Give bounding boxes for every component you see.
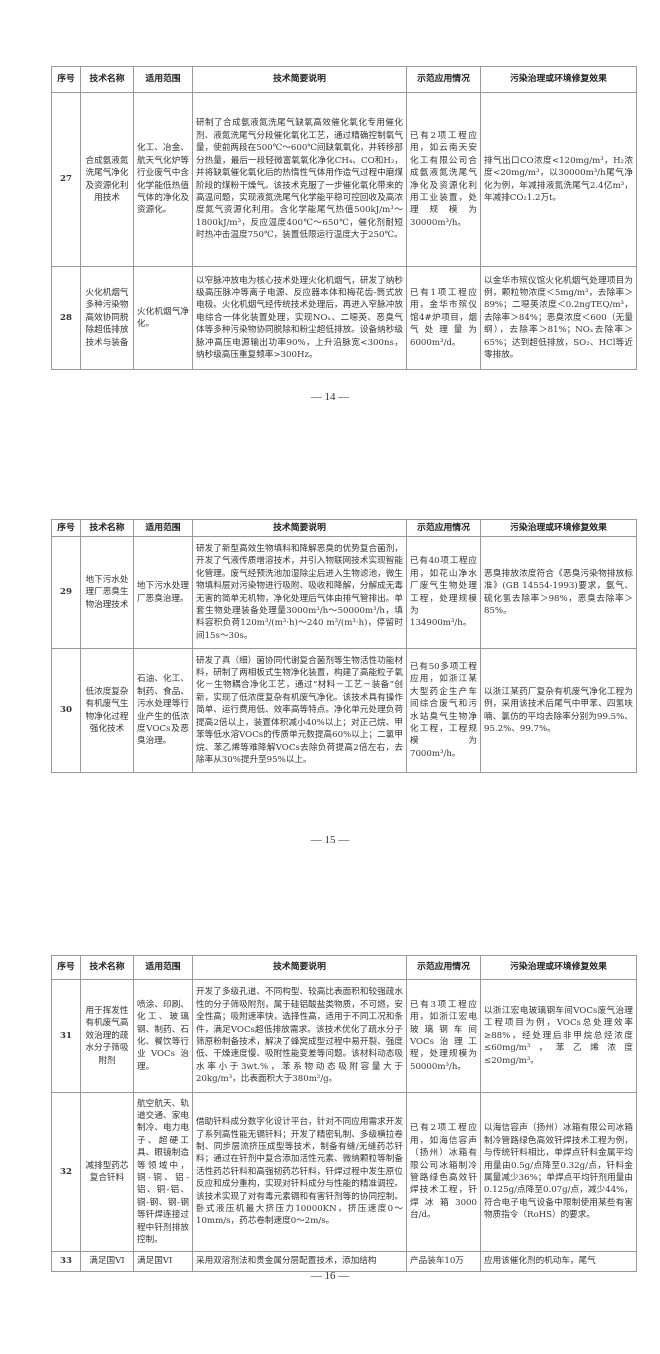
treatment-effect-cell: 以浙江宏电玻璃钢车间VOCs废气治理工程项目为例，VOCs总处理效率≥88%，经… xyxy=(480,979,637,1093)
tech-name-cell: 低浓度复杂有机废气生物净化过程强化技术 xyxy=(80,648,134,773)
treatment-effect-cell: 以浙江某药厂复杂有机废气净化工程为例，采用该技术后尾气中甲苯、四氢呋喃、氯仿的平… xyxy=(480,648,637,773)
treatment-effect-cell: 以金华市殡仪馆火化机烟气处理项目为例，颗粒物浓度＜5mg/m³，去除率＞89%；… xyxy=(480,266,637,370)
row-number-cell: 31 xyxy=(51,979,81,1093)
tech-description-cell: 研发了新型高效生物填料和降解恶臭的优势复合菌剂，开发了气液传质增溶技术，并引入物… xyxy=(192,536,407,649)
tech-name-cell: 火化机烟气多种污染物高效协同脱除超低排放技术与装备 xyxy=(80,266,134,370)
column-header-tech-description: 技术简要说明 xyxy=(192,66,407,93)
tech-description-cell: 研发了真（细）菌协同代谢复合菌剂等生物活性功能材料，研制了两相板式生物净化装置，… xyxy=(192,648,407,773)
tech-description-cell: 借助钎料成分数字化设计平台，针对不同应用需求开发了系列高性能无镉钎料；开发了精密… xyxy=(192,1092,407,1252)
tech-description-cell: 采用双溶剂法和贵金属分层配置技术，添加结构 xyxy=(192,1251,407,1272)
row-number-cell: 29 xyxy=(51,536,81,649)
tech-name-cell: 减排型药芯复合钎料 xyxy=(80,1092,134,1252)
column-header-demo-application: 示范应用情况 xyxy=(406,519,481,537)
column-header-row-number: 序号 xyxy=(51,519,81,537)
scope-cell: 航空航天、轨道交通、家电制冷、电力电子、超硬工具、眼镜制造等领域中，铜-铜、铝-… xyxy=(133,1092,193,1252)
demo-application-cell: 已有40项工程应用，如花山净水厂废气生物处理工程，处理规模为134900m³/h… xyxy=(406,536,481,649)
demo-application-cell: 已有50多项工程应用，如浙江某大型药企生产车间综合废气和污水站臭气生物净化工程，… xyxy=(406,648,481,773)
tech-name-cell: 满足国VI xyxy=(80,1251,134,1272)
row-number-cell: 33 xyxy=(51,1251,81,1272)
column-header-tech-name: 技术名称 xyxy=(80,955,134,980)
demo-application-cell: 已有3项工程应用，如浙江宏电玻璃钢车间VOCs治理工程，处理规模为50000m³… xyxy=(406,979,481,1093)
page-number: — 15 — xyxy=(310,834,350,846)
column-header-row-number: 序号 xyxy=(51,66,81,93)
demo-application-cell: 已有2项工程应用，如海信容声（扬州）冰箱有限公司冰箱制冷管路绿色高效钎焊技术工程… xyxy=(406,1092,481,1252)
treatment-effect-cell: 恶臭排放浓度符合《恶臭污染物排放标准》(GB 14554-1993)要求，氨气、… xyxy=(480,536,637,649)
table-header-row: 序号技术名称适用范围技术简要说明示范应用情况污染治理或环境修复效果 xyxy=(51,66,637,93)
scope-cell: 地下污水处理厂恶臭治理。 xyxy=(133,536,193,649)
column-header-demo-application: 示范应用情况 xyxy=(406,66,481,93)
page-number: — 14 — xyxy=(310,391,350,403)
table-header-row: 序号技术名称适用范围技术简要说明示范应用情况污染治理或环境修复效果 xyxy=(51,519,637,537)
column-header-scope: 适用范围 xyxy=(133,66,193,93)
column-header-treatment-effect: 污染治理或环境修复效果 xyxy=(480,66,637,93)
tech-description-cell: 研制了合成氨液氮洗尾气缺氧高效催化氧化专用催化剂、液氮洗尾气分段催化氧化工艺，通… xyxy=(192,92,407,267)
column-header-scope: 适用范围 xyxy=(133,519,193,537)
column-header-tech-description: 技术简要说明 xyxy=(192,955,407,980)
scope-cell: 火化机烟气净化。 xyxy=(133,266,193,370)
row-number-cell: 30 xyxy=(51,648,81,773)
demo-application-cell: 已有2项工程应用，如云南天安化工有限公司合成氨液氮洗尾气净化及资源化利用工业装置… xyxy=(406,92,481,267)
row-number-cell: 27 xyxy=(51,92,81,267)
tech-name-cell: 地下污水处理厂恶臭生物治理技术 xyxy=(80,536,134,649)
tech-description-cell: 开发了多级孔道、不同构型、较高比表面积和较强疏水性的分子筛吸附剂，属于硅铝酸盐类… xyxy=(192,979,407,1093)
row-number-cell: 28 xyxy=(51,266,81,370)
demo-application-cell: 产品装车10万 xyxy=(406,1251,481,1272)
scope-cell: 化工、冶金、航天气化炉等行业废气中含化学能低热值气体的净化及资源化。 xyxy=(133,92,193,267)
treatment-effect-cell: 应用该催化剂的机动车，尾气 xyxy=(480,1251,637,1272)
treatment-effect-cell: 排气出口CO浓度<120mg/m³，H₂浓度<20mg/m³，以30000m³/… xyxy=(480,92,637,267)
table-header-row: 序号技术名称适用范围技术简要说明示范应用情况污染治理或环境修复效果 xyxy=(51,955,637,980)
column-header-row-number: 序号 xyxy=(51,955,81,980)
treatment-effect-cell: 以海信容声（扬州）冰箱有限公司冰箱制冷管路绿色高效钎焊技术工程为例，与传统钎料相… xyxy=(480,1092,637,1252)
column-header-treatment-effect: 污染治理或环境修复效果 xyxy=(480,955,637,980)
column-header-scope: 适用范围 xyxy=(133,955,193,980)
row-number-cell: 32 xyxy=(51,1092,81,1252)
scope-cell: 满足国VI xyxy=(133,1251,193,1272)
tech-description-cell: 以窄脉冲放电为核心技术处理火化机烟气，研发了纳秒级高压脉冲等离子电源、反应器本体… xyxy=(192,266,407,370)
scope-cell: 喷涂、印刷、化工、玻璃钢、制药、石化、餐饮等行业VOCs治理。 xyxy=(133,979,193,1093)
page-number: — 16 — xyxy=(310,1270,350,1282)
column-header-treatment-effect: 污染治理或环境修复效果 xyxy=(480,519,637,537)
column-header-tech-description: 技术简要说明 xyxy=(192,519,407,537)
demo-application-cell: 已有1项工程应用，金华市殡仪馆4#炉项目，烟气处理量为6000m³/d。 xyxy=(406,266,481,370)
tech-name-cell: 合成氨液氮洗尾气净化及资源化利用技术 xyxy=(80,92,134,267)
column-header-tech-name: 技术名称 xyxy=(80,66,134,93)
column-header-demo-application: 示范应用情况 xyxy=(406,955,481,980)
scope-cell: 石油、化工、制药、食品、污水处理等行业产生的低浓度VOCs及恶臭治理。 xyxy=(133,648,193,773)
tech-name-cell: 用于挥发性有机废气高效治理的疏水分子筛吸附剂 xyxy=(80,979,134,1093)
column-header-tech-name: 技术名称 xyxy=(80,519,134,537)
